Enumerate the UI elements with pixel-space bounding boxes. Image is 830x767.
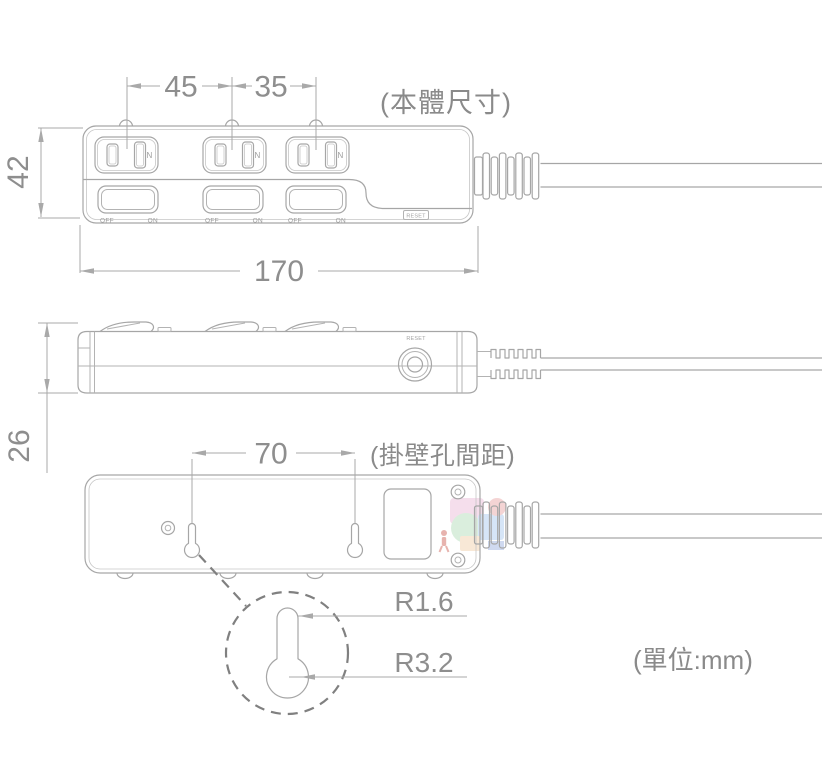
side-body-outline <box>77 330 478 394</box>
switch-3: OFF ON <box>285 185 347 225</box>
bottom-body-inner-line <box>88 478 477 570</box>
dimension-body-height: 42 <box>2 127 83 219</box>
side-switch-bumps <box>99 321 357 332</box>
dim-r1-6: R1.6 <box>394 586 453 617</box>
reset-label-side: RESET <box>406 336 426 342</box>
neutral-label: N <box>338 151 344 160</box>
power-cord-bottom <box>473 501 822 549</box>
outlet-slot-left <box>214 143 227 167</box>
switch-1: OFF ON <box>97 185 159 225</box>
rating-label-area <box>383 488 432 560</box>
cord-strain-relief <box>482 501 540 549</box>
off-label: OFF <box>205 218 219 225</box>
on-label: ON <box>336 218 346 225</box>
units-note: (單位:mm) <box>633 645 753 675</box>
off-label: OFF <box>288 218 302 225</box>
caption-body-size: (本體尺寸) <box>380 88 512 118</box>
side-view: RESET 26 <box>3 321 822 473</box>
reset-label: RESET <box>406 214 426 220</box>
top-view: (本體尺寸) N N <box>2 71 822 288</box>
outlet-2: N <box>202 136 267 174</box>
on-label: ON <box>253 218 263 225</box>
keyhole-enlarged <box>265 607 310 699</box>
outlet-slot-neutral <box>133 141 147 169</box>
dimension-hole-pitch: 70 <box>191 438 356 523</box>
dim-r3-2: R3.2 <box>394 647 453 678</box>
off-label: OFF <box>100 218 114 225</box>
outlet-3: N <box>285 136 350 174</box>
bottom-body-outline <box>84 474 481 574</box>
caption-wall-hole-pitch: (掛壁孔間距) <box>370 442 515 470</box>
dim-70: 70 <box>254 438 287 471</box>
switch-panel-edge <box>83 178 472 210</box>
strain-relief-wave-top <box>490 348 542 359</box>
on-label: ON <box>148 218 158 225</box>
switch-2: OFF ON <box>202 185 264 225</box>
bottom-view: (掛壁孔間距) <box>84 438 822 580</box>
dimension-socket-pitch: 45 35 <box>126 71 317 150</box>
power-cord-side <box>477 348 822 380</box>
dim-170: 170 <box>254 255 304 288</box>
keyhole-detail: R1.6 R3.2 <box>198 554 467 716</box>
dim-42: 42 <box>2 155 35 188</box>
screw-hole-top-right <box>450 484 466 500</box>
strain-relief-wave-bottom <box>490 369 542 380</box>
screw-hole-left <box>160 520 176 536</box>
strip-body-inner-line <box>86 129 470 220</box>
screw-hole-bottom-right <box>450 552 466 568</box>
strip-body-outline <box>82 125 474 224</box>
radius-callout-r32: R3.2 <box>289 647 467 680</box>
dim-35: 35 <box>254 71 287 104</box>
reset-button-top: RESET <box>403 210 429 220</box>
outlet-slot-left <box>297 143 310 167</box>
dimension-body-thickness: 26 <box>3 322 78 473</box>
neutral-label: N <box>147 151 153 160</box>
dim-26: 26 <box>3 429 36 462</box>
reset-button-side <box>397 347 433 382</box>
power-cord-top <box>473 152 822 200</box>
detail-circle <box>224 590 350 716</box>
dimension-body-length: 170 <box>79 225 479 288</box>
cord-strain-relief <box>482 152 540 200</box>
radius-callout-r16: R1.6 <box>298 586 467 619</box>
watermark-figure <box>438 530 450 553</box>
detail-leader-dashed <box>198 554 247 607</box>
neutral-label: N <box>255 151 261 160</box>
outlet-slot-neutral <box>324 141 338 169</box>
keyhole-slot-right <box>346 522 364 559</box>
keyhole-slot-left <box>183 522 201 559</box>
outlet-slot-neutral <box>241 141 255 169</box>
dim-45: 45 <box>164 71 197 104</box>
rubber-feet <box>116 572 444 580</box>
cord-neck <box>473 156 484 196</box>
outlet-slot-left <box>106 143 119 167</box>
